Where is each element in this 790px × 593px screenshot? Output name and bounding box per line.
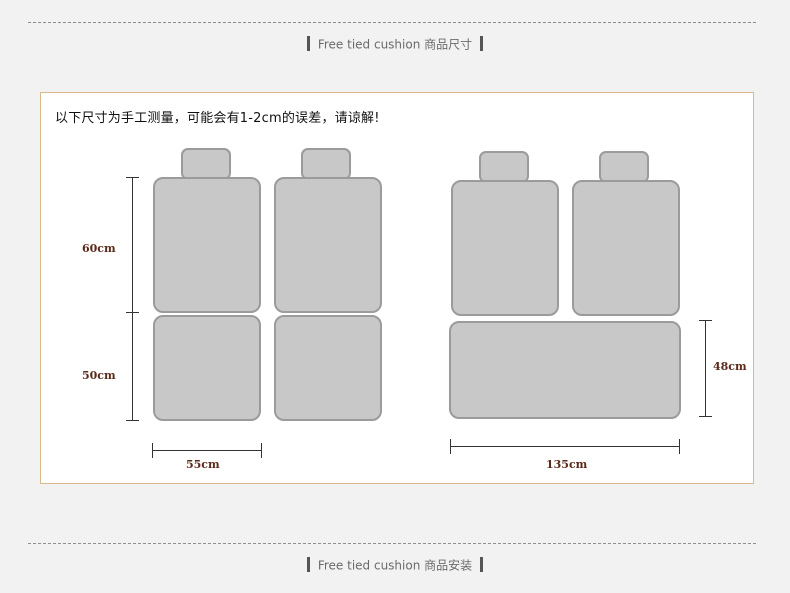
left-height-bottom-tick [126,420,139,421]
right-seat-2-backrest [572,180,680,316]
header-left-bar [306,557,310,572]
size-section-title: Free tied cushion 商品尺寸 [317,37,473,52]
size-panel: 以下尺寸为手工测量，可能会有1-2cm的误差，请谅解! 60cm 50cm 55… [40,92,754,484]
left-seat-2-headrest [301,148,351,180]
right-width-right-tick [679,439,680,454]
install-section-header: Free tied cushion 商品安装 [0,557,790,574]
bottom-dashed-divider [28,543,756,544]
right-height-top-tick [699,320,712,321]
left-height-dimension-line [132,177,133,421]
install-section-title: Free tied cushion 商品安装 [317,558,473,573]
right-width-dimension-line [450,446,680,447]
left-width-dimension-line [152,450,262,451]
right-bench-seat [449,321,681,419]
header-right-bar [480,557,484,572]
left-height-top-tick [126,177,139,178]
size-section-header: Free tied cushion 商品尺寸 [0,36,790,53]
right-seat-2-headrest [599,151,649,183]
left-top-height-label: 60cm [82,242,116,255]
left-seat-1-backrest [153,177,261,313]
left-height-middle-tick [126,312,139,313]
header-left-bar [306,36,310,51]
right-height-dimension-line [705,320,706,417]
top-dashed-divider [28,22,756,23]
right-seat-1-backrest [451,180,559,316]
left-bottom-height-label: 50cm [82,369,116,382]
measurement-note: 以下尺寸为手工测量，可能会有1-2cm的误差，请谅解! [55,111,380,126]
left-width-left-tick [152,443,153,458]
left-seat-2-backrest [274,177,382,313]
right-width-label: 135cm [546,458,588,471]
right-height-bottom-tick [699,416,712,417]
left-width-right-tick [261,443,262,458]
left-seat-2-seat [274,315,382,421]
left-seat-1-seat [153,315,261,421]
left-width-label: 55cm [186,458,220,471]
left-seat-1-headrest [181,148,231,180]
right-seat-1-headrest [479,151,529,183]
header-right-bar [480,36,484,51]
right-width-left-tick [450,439,451,454]
right-bench-height-label: 48cm [713,360,747,373]
